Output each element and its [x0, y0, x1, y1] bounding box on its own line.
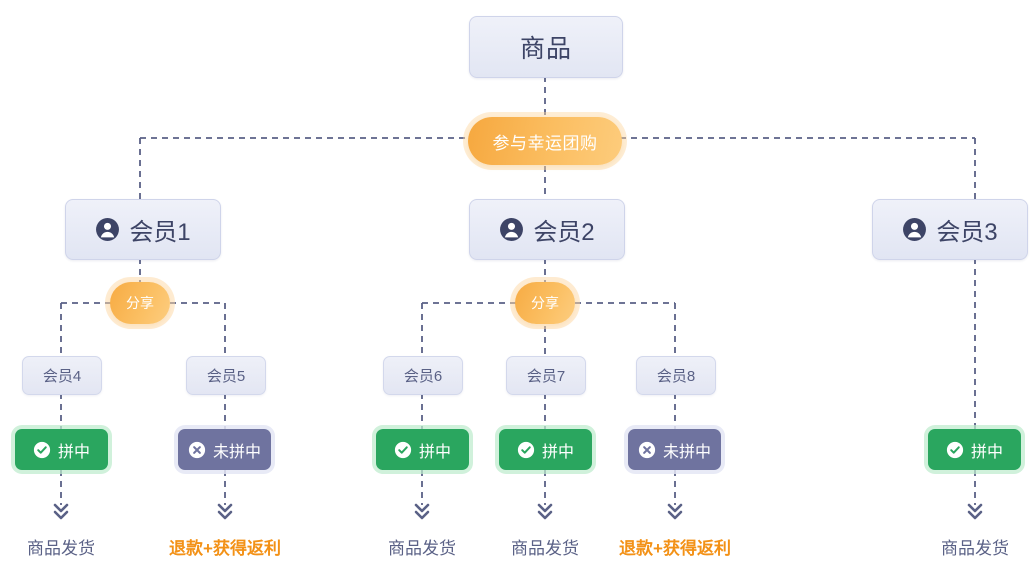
- status-badge-label: 拼中: [418, 443, 451, 461]
- node-product-label: 商品: [519, 35, 572, 63]
- check-circle-icon: [946, 441, 964, 458]
- pill-share-label: 分享: [126, 295, 154, 311]
- node-member-4-label: 会员4: [42, 368, 82, 385]
- status-badge-member-5[interactable]: 未拼中: [178, 429, 271, 470]
- node-member-1[interactable]: 会员1: [65, 199, 221, 260]
- node-member-6[interactable]: 会员6: [383, 356, 463, 395]
- outcome-label: 商品发货: [388, 539, 456, 558]
- pill-action-label: 参与幸运团购: [492, 133, 598, 153]
- outcome-label: 退款+获得返利: [619, 539, 731, 558]
- node-member-4[interactable]: 会员4: [22, 356, 102, 395]
- node-member-7-label: 会员7: [526, 368, 566, 385]
- outcome-member-6: 商品发货: [361, 534, 483, 559]
- pill-join-lucky-group-buy[interactable]: 参与幸运团购: [468, 117, 622, 165]
- node-member-7[interactable]: 会员7: [506, 356, 586, 395]
- node-member-2[interactable]: 会员2: [469, 199, 625, 260]
- status-badge-label: 未拼中: [212, 443, 261, 461]
- outcome-member-3: 商品发货: [914, 534, 1034, 559]
- outcome-member-5: 退款+获得返利: [145, 534, 305, 559]
- check-circle-icon: [33, 441, 51, 458]
- status-badge-member-3[interactable]: 拼中: [928, 429, 1021, 470]
- pill-share-member-1[interactable]: 分享: [110, 282, 170, 324]
- node-member-8[interactable]: 会员8: [636, 356, 716, 395]
- node-member-3-label: 会员3: [936, 219, 998, 246]
- person-icon: [500, 218, 524, 241]
- status-badge-label: 未拼中: [662, 443, 711, 461]
- status-badge-member-4[interactable]: 拼中: [15, 429, 108, 470]
- status-badge-label: 拼中: [541, 443, 574, 461]
- outcome-label: 商品发货: [511, 539, 579, 558]
- check-circle-icon: [517, 441, 535, 458]
- node-member-5[interactable]: 会员5: [186, 356, 266, 395]
- outcome-label: 退款+获得返利: [169, 539, 281, 558]
- node-member-1-label: 会员1: [129, 219, 191, 246]
- check-circle-icon: [394, 441, 412, 458]
- node-member-6-label: 会员6: [403, 368, 443, 385]
- outcome-member-8: 退款+获得返利: [595, 534, 755, 559]
- status-badge-member-6[interactable]: 拼中: [376, 429, 469, 470]
- person-icon: [96, 218, 120, 241]
- x-circle-icon: [188, 441, 206, 458]
- status-badge-label: 拼中: [970, 443, 1003, 461]
- node-member-2-label: 会员2: [533, 219, 595, 246]
- status-badge-member-8[interactable]: 未拼中: [628, 429, 721, 470]
- status-badge-label: 拼中: [57, 443, 90, 461]
- outcome-member-7: 商品发货: [484, 534, 606, 559]
- x-circle-icon: [638, 441, 656, 458]
- outcome-label: 商品发货: [941, 539, 1009, 558]
- node-product[interactable]: 商品: [469, 16, 623, 78]
- pill-share-label: 分享: [531, 295, 559, 311]
- node-member-3[interactable]: 会员3: [872, 199, 1028, 260]
- status-badge-member-7[interactable]: 拼中: [499, 429, 592, 470]
- pill-share-member-2[interactable]: 分享: [515, 282, 575, 324]
- node-member-5-label: 会员5: [206, 368, 246, 385]
- outcome-member-4: 商品发货: [0, 534, 122, 559]
- outcome-label: 商品发货: [27, 539, 95, 558]
- person-icon: [903, 218, 927, 241]
- node-member-8-label: 会员8: [656, 368, 696, 385]
